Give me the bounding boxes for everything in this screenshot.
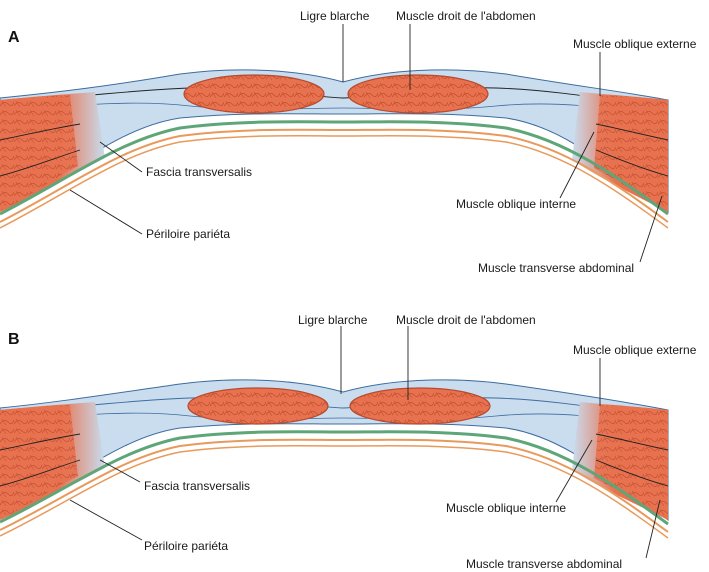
label-transversus: Muscle transverse abdominal (466, 557, 622, 571)
panel-b: B Ligre blarche Muscle droit de l'abdome… (0, 313, 697, 571)
label-linea-alba: Ligre blarche (298, 313, 368, 327)
lateral-muscle-left-fibers (0, 405, 78, 520)
muscle-layer-divider (0, 123, 81, 141)
muscle-layer-divider (0, 433, 81, 451)
label-fascia-transversalis: Fascia transversalis (146, 165, 252, 179)
panel-a: A Ligre blarche Muscle droit d (0, 9, 697, 275)
muscle-layer-divider (595, 123, 669, 141)
label-internal-oblique: Muscle oblique interne (446, 501, 566, 515)
label-rectus-muscle: Muscle droit de l'abdomen (396, 313, 536, 327)
panel-letter: A (8, 29, 20, 46)
fascia-transversalis-line (0, 120, 669, 216)
aponeurosis-line (0, 397, 669, 419)
label-peritoneum: Périloire pariéta (146, 227, 230, 241)
label-fascia-transversalis: Fascia transversalis (144, 479, 250, 493)
rectus-muscle-left (187, 387, 329, 425)
rectus-muscle-left (183, 74, 325, 114)
muscle-layer-divider (595, 459, 669, 487)
leader-fascia (99, 141, 143, 173)
label-rectus-muscle: Muscle droit de l'abdomen (396, 9, 536, 23)
leader-peritoneum (69, 189, 143, 235)
lateral-muscle-right-fibers (594, 405, 668, 520)
aponeurosis-line (0, 102, 669, 117)
label-internal-oblique: Muscle oblique interne (456, 197, 576, 211)
label-peritoneum: Périloire pariéta (144, 539, 228, 553)
leader-transversus (645, 499, 661, 559)
fascia-transversalis-line (0, 430, 669, 526)
leader-internal-oblique (559, 131, 595, 199)
peritoneum-line (0, 445, 669, 539)
label-external-oblique: Muscle oblique externe (573, 343, 697, 357)
leader-fascia (99, 459, 141, 483)
muscle-layer-divider (595, 149, 669, 177)
aponeurosis-line (0, 87, 669, 109)
rectus-muscle-right (349, 387, 491, 425)
muscle-layer-divider (595, 433, 669, 451)
leader-transversus (639, 195, 663, 263)
rectus-muscle-right (347, 74, 489, 114)
leader-internal-oblique (555, 439, 593, 503)
peritoneum-line (0, 438, 669, 533)
peritoneum-line (0, 128, 669, 223)
lateral-muscle-left-fibers (0, 95, 78, 212)
muscle-layer-divider (0, 459, 81, 487)
label-external-oblique: Muscle oblique externe (573, 37, 697, 51)
label-transversus: Muscle transverse abdominal (478, 261, 634, 275)
panel-letter: B (8, 331, 20, 348)
aponeurosis-line (0, 412, 669, 427)
leader-peritoneum (69, 499, 143, 541)
muscle-layer-divider (0, 149, 81, 177)
peritoneum-line (0, 135, 669, 229)
lateral-muscle-right-fibers (594, 95, 668, 212)
label-linea-alba: Ligre blarche (300, 9, 370, 23)
